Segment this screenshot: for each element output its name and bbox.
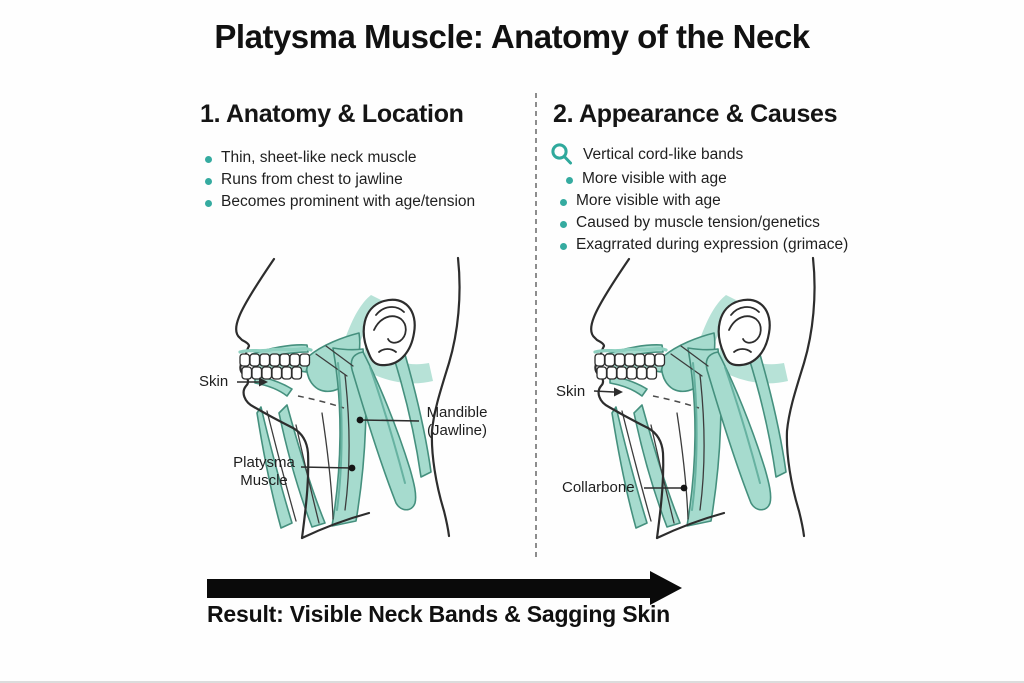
- panel-divider: [535, 93, 537, 560]
- bullet-text: Caused by muscle tension/genetics: [576, 214, 820, 231]
- platysma-pointer-dot: [348, 464, 356, 472]
- skin-pointer-arrow: [259, 377, 268, 387]
- bullet-dot-icon: [560, 221, 567, 228]
- search-item-text: Vertical cord-like bands: [583, 145, 744, 163]
- mandible-pointer-dot: [356, 416, 364, 424]
- right-bullet-list: Vertical cord-like bands More visible wi…: [550, 142, 848, 259]
- anatomy-illustration-left: Skin Mandible (Jawline) Platysma Muscle: [195, 255, 515, 555]
- mandible-label-line2: (Jawline): [426, 422, 487, 440]
- bullet-dot-icon: [205, 200, 212, 207]
- pointer-lines: [593, 390, 684, 489]
- skin-label: Skin: [199, 373, 229, 390]
- right-panel-heading: 2. Appearance & Causes: [553, 100, 838, 128]
- collarbone-label: Collarbone: [562, 479, 635, 496]
- bullet-text: Becomes prominent with age/tension: [221, 193, 476, 210]
- left-panel-heading: 1. Anatomy & Location: [200, 100, 464, 128]
- bullet-text: Runs from chest to jawline: [221, 171, 403, 188]
- bullet-dot-icon: [560, 243, 567, 250]
- result-arrow-shaft: [207, 579, 651, 598]
- neck-profile-drawing: [234, 256, 462, 540]
- bullet-text: More visible with age: [582, 170, 727, 187]
- bullet-dot-icon: [560, 199, 567, 206]
- pointer-lines: [237, 381, 420, 469]
- bottom-border-line: [0, 681, 1024, 683]
- left-bullet-list: Thin, sheet-like neck muscle Runs from c…: [205, 150, 475, 216]
- bullet-text: More visible with age: [576, 192, 721, 209]
- platysma-label: Platysma Muscle: [227, 454, 301, 491]
- bullet-text: Thin, sheet-like neck muscle: [221, 149, 417, 166]
- platysma-label-line1: Platysma: [233, 454, 295, 471]
- list-item: More visible with age: [566, 171, 848, 187]
- skin-pointer-arrow: [614, 387, 623, 397]
- list-item: Thin, sheet-like neck muscle: [205, 150, 475, 166]
- bullet-dot-icon: [205, 156, 212, 163]
- skin-label: Skin: [556, 383, 586, 400]
- search-icon: [551, 143, 572, 165]
- list-item: Vertical cord-like bands: [550, 142, 848, 167]
- bullet-dot-icon: [566, 177, 573, 184]
- list-item: Exagrrated during expression (grimace): [560, 237, 848, 253]
- page-title: Platysma Muscle: Anatomy of the Neck: [214, 18, 810, 55]
- list-item: More visible with age: [560, 193, 848, 209]
- collarbone-pointer-dot: [680, 484, 688, 492]
- mandible-label: Mandible (Jawline): [421, 404, 493, 441]
- list-item: Becomes prominent with age/tension: [205, 194, 475, 210]
- anatomy-illustration-right: Skin Collarbone: [550, 255, 870, 555]
- result-text: Result: Visible Neck Bands & Sagging Ski…: [207, 601, 670, 627]
- neck-profile-drawing: [589, 256, 817, 540]
- bullet-text: Exagrrated during expression (grimace): [576, 236, 849, 253]
- bullet-dot-icon: [205, 178, 212, 185]
- list-item: Runs from chest to jawline: [205, 172, 475, 188]
- mandible-label-line1: Mandible: [426, 404, 488, 421]
- platysma-label-line2: Muscle: [240, 472, 288, 490]
- result-arrow-head: [650, 571, 682, 605]
- list-item: Caused by muscle tension/genetics: [560, 215, 848, 231]
